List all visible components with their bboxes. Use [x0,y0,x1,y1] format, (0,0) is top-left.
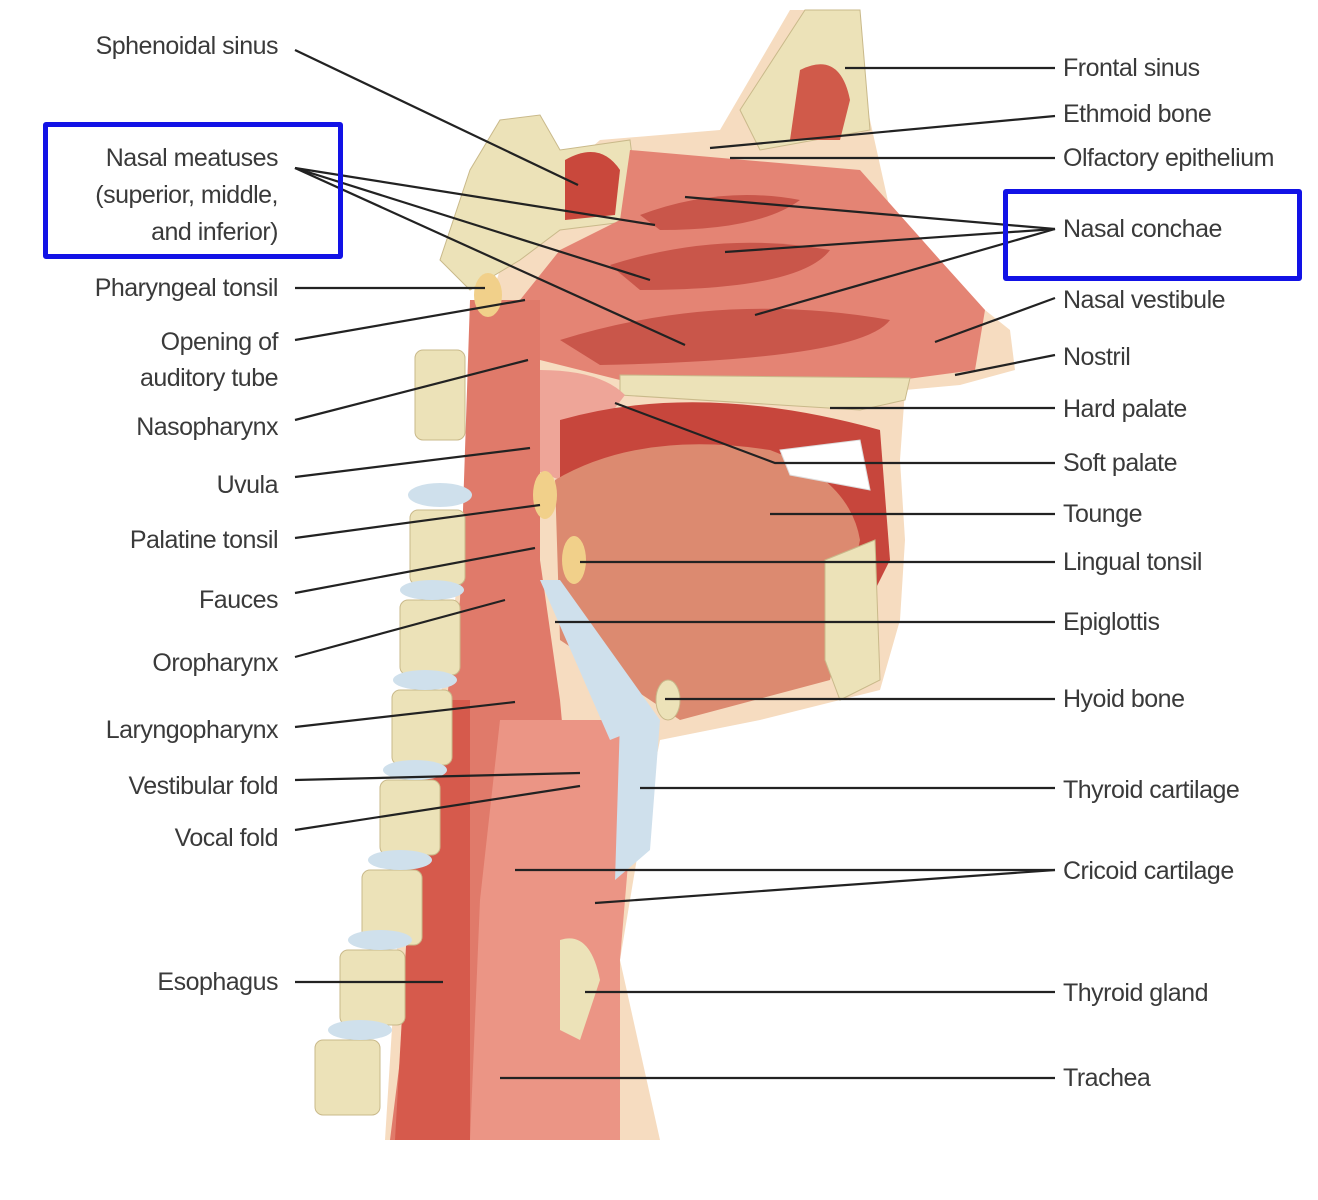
inferior-concha [560,308,890,365]
leader-nasopharynx [294,358,529,422]
thyroid-gland [560,938,600,1040]
frontal-sinus [790,64,850,140]
leader-nasal-concha-superior [684,195,1056,231]
leader-sphenoidal-sinus [294,49,579,186]
label-nostril: Nostril [1063,343,1131,371]
leader-auditory-tube [294,298,526,342]
leader-fauces [294,546,536,595]
lingual-tonsil [562,536,586,584]
leader-cricoid-cartilage-2 [594,868,1056,905]
intervertebral-discs [328,483,472,1040]
label-epiglottis: Epiglottis [1063,608,1160,636]
teeth-upper [779,439,871,491]
label-esophagus: Esophagus [157,968,278,996]
label-soft-palate: Soft palate [1063,449,1178,477]
label-cricoid-cartilage: Cricoid cartilage [1063,857,1234,885]
trachea [470,720,640,1140]
label-hard-palate: Hard palate [1063,395,1187,423]
leader-vestibular-fold [294,771,581,782]
label-nasal-conchae: Nasal conchae [1063,215,1222,243]
leader-soft-palate [614,401,1055,465]
label-opening-of-auditory-tube: Opening of auditory tube [139,328,279,392]
leader-vocal-fold [294,784,581,832]
leader-nostril [954,353,1056,377]
leader-nasal-meatus-inferior [294,166,686,347]
leader-oropharynx [294,598,506,659]
pharyngeal-tonsil [474,273,502,317]
middle-concha [610,242,830,290]
label-vocal-fold: Vocal fold [174,824,279,852]
leader-laryngopharynx [294,700,516,729]
label-uvula: Uvula [216,471,279,499]
leader-uvula [294,446,531,479]
palatine-tonsil [533,471,557,519]
thyroid-cartilage [615,720,660,880]
label-pharyngeal-tonsil: Pharyngeal tonsil [94,274,279,302]
label-fauces: Fauces [199,586,278,614]
label-nasal-meatuses: Nasal meatuses (superior, middle, and in… [95,144,278,246]
label-nasopharynx: Nasopharynx [136,413,278,441]
label-nasal-vestibule: Nasal vestibule [1063,286,1226,314]
highlight-box-nasal-meatuses [43,122,343,259]
label-thyroid-gland: Thyroid gland [1063,979,1208,1007]
label-ethmoid-bone: Ethmoid bone [1063,100,1212,128]
label-trachea: Trachea [1063,1064,1151,1092]
highlight-box-nasal-conchae [1003,189,1302,281]
label-oropharynx: Oropharynx [152,649,278,677]
label-laryngopharynx: Laryngopharynx [105,716,279,744]
leader-nasal-vestibule [934,296,1056,344]
leader-palatine-tonsil [294,503,541,540]
epiglottis [540,580,660,740]
mandible [824,539,881,701]
leader-ethmoid-bone [709,114,1056,150]
label-hyoid-bone: Hyoid bone [1063,685,1185,713]
leader-nasal-meatus-middle [294,166,651,282]
leader-nasal-meatus-superior [294,166,656,227]
leader-nasal-concha-middle [724,227,1056,254]
vertebrae [314,349,466,1116]
label-vestibular-fold: Vestibular fold [128,772,278,800]
label-olfactory-epithelium: Olfactory epithelium [1063,144,1274,172]
sphenoidal-sinus [565,152,620,220]
label-frontal-sinus: Frontal sinus [1063,54,1200,82]
label-palatine-tonsil: Palatine tonsil [129,526,279,554]
label-thyroid-cartilage: Thyroid cartilage [1063,776,1240,804]
label-lingual-tonsil: Lingual tonsil [1063,548,1202,576]
label-tongue: Tounge [1063,500,1143,528]
leader-lines [294,49,1056,1080]
label-sphenoidal-sinus: Sphenoidal sinus [95,32,279,60]
